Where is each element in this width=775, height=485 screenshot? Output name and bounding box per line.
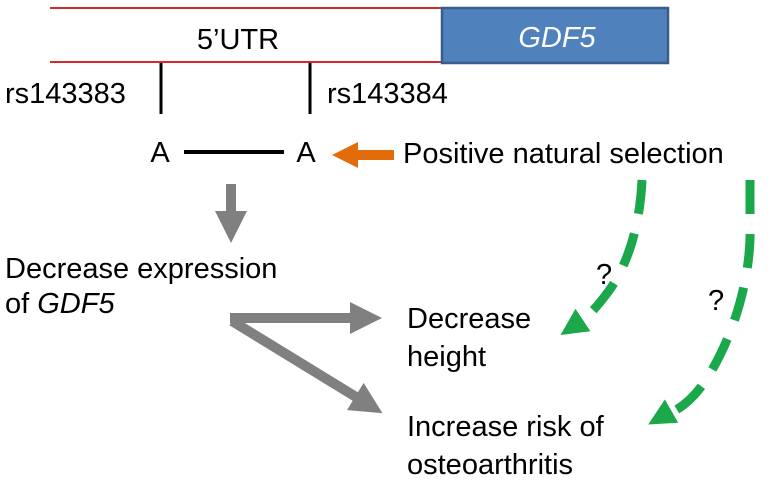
- allele-rs143384: A: [296, 137, 316, 169]
- allele-rs143383: A: [150, 137, 170, 169]
- question-mark-osteoarthritis: ?: [708, 285, 724, 317]
- selection-label: Positive natural selection: [403, 138, 724, 170]
- snp-label-rs143383: rs143383: [5, 78, 126, 110]
- selection-to-height-link: [560, 179, 647, 335]
- question-mark-height: ?: [596, 259, 612, 291]
- expression-line1: Decrease expression: [5, 253, 277, 285]
- osteoarthritis-line2: osteoarthritis: [407, 449, 573, 481]
- osteoarthritis-line1: Increase risk of: [407, 411, 605, 443]
- gene-box-label: GDF5: [518, 22, 596, 54]
- utr-label: 5’UTR: [197, 24, 279, 56]
- osteoarthritis-arrow: [229, 316, 383, 414]
- height-line2: height: [407, 341, 486, 373]
- gene-box: [440, 6, 670, 65]
- selection-to-osteoarthritis-link: [648, 180, 755, 425]
- expression-line2-gene: GDF5: [37, 288, 115, 320]
- expression-label-line2: of GDF5: [5, 288, 115, 320]
- expression-line2-prefix: of: [5, 288, 37, 320]
- expression-label: Decrease expression: [5, 253, 277, 285]
- snp-label-rs143384: rs143384: [327, 78, 448, 110]
- height-line1: Decrease: [407, 303, 531, 335]
- selection-arrow: [332, 142, 394, 168]
